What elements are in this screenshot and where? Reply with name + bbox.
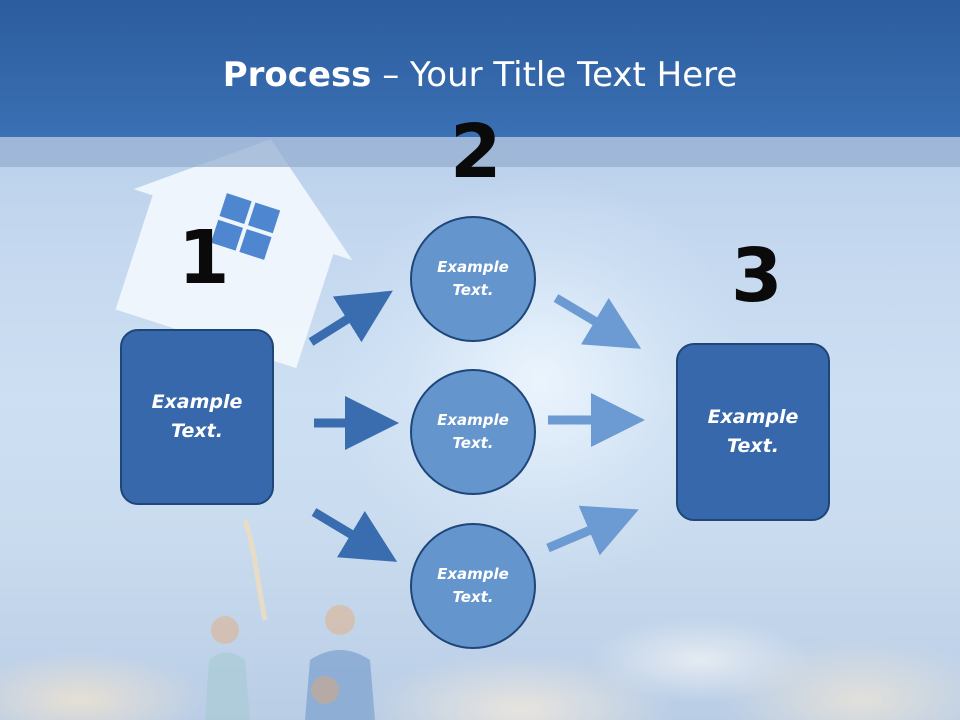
step-number-3: 3 <box>731 233 783 319</box>
circle-middle-text: Example Text. <box>437 411 509 452</box>
arrow-down-right-light-icon <box>553 294 642 349</box>
step-number-1: 1 <box>178 215 230 301</box>
right-process-box: Example Text. <box>676 343 830 521</box>
title-rest: – Your Title Text Here <box>371 55 738 95</box>
step-number-2: 2 <box>450 109 502 195</box>
arrow-up-right-light-icon <box>546 505 639 556</box>
process-circle-bottom: Example Text. <box>410 523 536 649</box>
circle-bottom-text: Example Text. <box>437 565 509 606</box>
title-bar <box>0 0 960 137</box>
slide-title: Process – Your Title Text Here <box>0 52 960 98</box>
circle-top-text: Example Text. <box>437 258 509 299</box>
house-window-icon <box>210 193 281 260</box>
left-box-text: Example Text. <box>151 391 243 442</box>
arrow-down-right-icon <box>311 508 398 562</box>
title-bar-band <box>0 137 960 167</box>
title-bold: Process <box>222 55 372 95</box>
arrow-up-right-icon <box>308 290 393 346</box>
left-process-box: Example Text. <box>120 329 274 505</box>
process-circle-middle: Example Text. <box>410 369 536 495</box>
house-illustration <box>115 139 353 369</box>
process-circle-top: Example Text. <box>410 216 536 342</box>
right-box-text: Example Text. <box>707 406 799 457</box>
